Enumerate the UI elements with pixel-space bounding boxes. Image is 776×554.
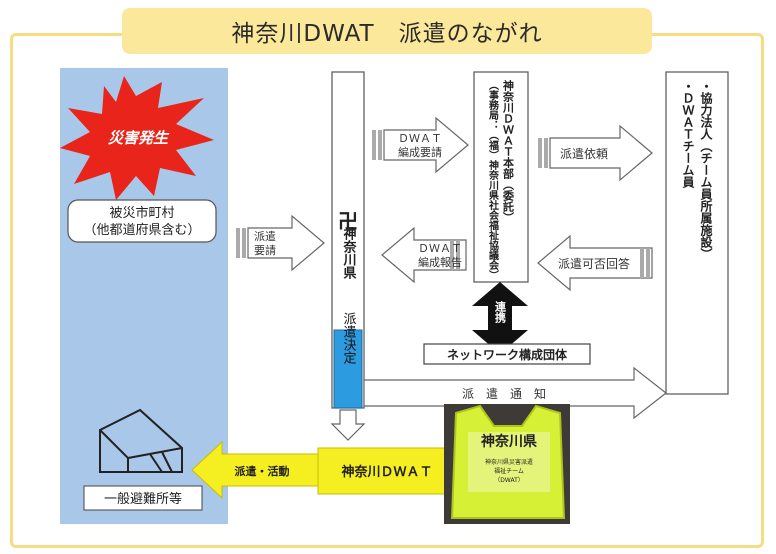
svg-text:編成要請: 編成要請	[398, 145, 442, 159]
dispatch-flow-diagram: 災害発生 被災市町村 （他都道府県含む） 派遣 要請 卍 神奈川県 派遣決定 Ｄ…	[60, 68, 729, 524]
svg-text:派遣: 派遣	[254, 229, 276, 243]
dispatch-request-arrow: 派遣 要請	[236, 214, 325, 272]
svg-text:福祉チーム: 福祉チーム	[494, 467, 524, 475]
title-text: 神奈川DWAT 派遣のながれ	[231, 21, 543, 47]
partners-column	[665, 71, 729, 395]
page-title: 神奈川DWAT 派遣のながれ	[122, 8, 652, 54]
svg-text:要請: 要請	[254, 243, 276, 257]
activity-arrow: 派遣・活動	[191, 440, 319, 500]
svg-text:派遣・活動: 派遣・活動	[235, 464, 290, 478]
network-box	[423, 343, 591, 365]
hq-label-1: 神奈川ＤＷＡＴ本部（委託）	[502, 79, 516, 223]
disaster-burst-icon	[60, 76, 214, 200]
decision-box	[333, 329, 363, 409]
svg-text:派 遣 通 知: 派 遣 通 知	[462, 386, 546, 401]
svg-text:ＤＷＡＴ: ＤＷＡＴ	[398, 132, 442, 145]
municipality-label-2: （他都道府県含む）	[83, 222, 200, 238]
disaster-label: 災害発生	[108, 129, 170, 147]
liaison-arrow: 連携	[472, 282, 528, 354]
hq-label-2: （事務局：（福）神奈川県社会福祉協議会）	[487, 80, 500, 280]
svg-text:（DWAT）: （DWAT）	[494, 477, 524, 484]
dispatch-notice-arrow: 派 遣 通 知	[363, 366, 667, 420]
shelter-label: 一般避難所等	[104, 491, 182, 507]
svg-text:派遣可否回答: 派遣可否回答	[558, 256, 630, 271]
decision-label: 派遣決定	[341, 312, 357, 365]
formation-request-arrow: ＤＷＡＴ 編成要請	[372, 116, 469, 174]
svg-text:派遣依頼: 派遣依頼	[560, 146, 608, 161]
svg-text:ＤＷＡＴ: ＤＷＡＴ	[418, 242, 462, 255]
dispatch-reply-arrow: 派遣可否回答	[537, 234, 653, 292]
hq-column	[473, 71, 529, 283]
shelter-house-icon	[99, 408, 183, 473]
prefecture-emblem-icon: 卍	[338, 209, 358, 233]
down-arrow	[330, 409, 366, 441]
prefecture-label: 神奈川県	[341, 226, 358, 280]
dwat-team-box	[317, 447, 457, 495]
svg-text:神奈川県災害派遣: 神奈川県災害派遣	[485, 458, 533, 466]
shelter-box	[83, 485, 203, 511]
svg-text:連携: 連携	[494, 300, 507, 324]
municipality-label-1: 被災市町村	[109, 205, 174, 221]
partners-label-2: ・ＤＷＡＴチーム員	[681, 80, 695, 189]
svg-text:神奈川県: 神奈川県	[481, 433, 537, 450]
dispatch-order-arrow: 派遣依頼	[538, 124, 653, 182]
formation-report-arrow: ＤＷＡＴ 編成報告	[381, 226, 467, 284]
network-label: ネットワーク構成団体	[447, 347, 568, 362]
dwat-team-label: 神奈川ＤＷＡＴ	[341, 464, 432, 480]
municipality-box	[67, 199, 217, 243]
partners-label-1: ・協力法人（チーム員所属施設）	[699, 80, 713, 260]
dwat-vest-photo: 神奈川県 神奈川県災害派遣 福祉チーム （DWAT）	[444, 404, 570, 524]
svg-text:編成報告: 編成報告	[418, 255, 462, 269]
